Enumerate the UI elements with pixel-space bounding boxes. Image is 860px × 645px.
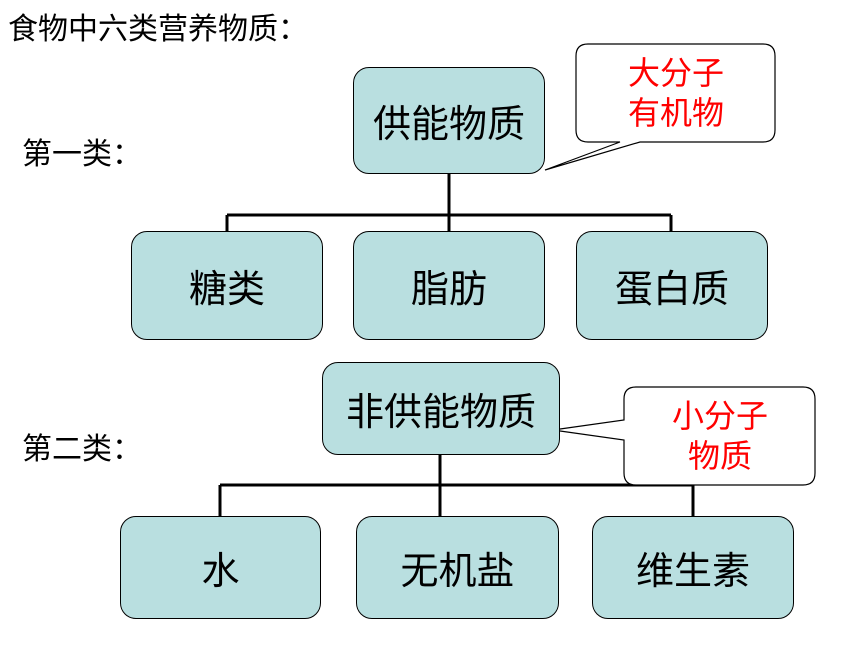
child-box-carbohydrates: 糖类 <box>131 231 323 340</box>
child-box-inorganic-salts: 无机盐 <box>356 516 559 619</box>
callout-2-line2: 物质 <box>687 437 752 475</box>
child-box-water: 水 <box>120 516 321 619</box>
callout-text-1: 大分子 有机物 <box>578 53 774 133</box>
child-box-proteins: 蛋白质 <box>576 231 768 340</box>
parent-box-non-energy-substances: 非供能物质 <box>322 362 560 455</box>
callout-bubble-2 <box>552 386 816 486</box>
callout-text-2: 小分子 物质 <box>626 396 814 476</box>
parent-box-energy-substances: 供能物质 <box>353 67 545 174</box>
callout-2-line1: 小分子 <box>671 397 768 435</box>
child-box-vitamins: 维生素 <box>592 516 794 619</box>
child-box-fats: 脂肪 <box>353 231 545 340</box>
callout-1-line1: 大分子 <box>627 54 724 92</box>
category-label-2: 第二类： <box>22 432 142 467</box>
category-label-1: 第一类： <box>22 137 142 172</box>
page-title: 食物中六类营养物质： <box>8 12 308 47</box>
callout-1-line2: 有机物 <box>627 94 724 132</box>
callout-bubble-1 <box>544 43 776 171</box>
